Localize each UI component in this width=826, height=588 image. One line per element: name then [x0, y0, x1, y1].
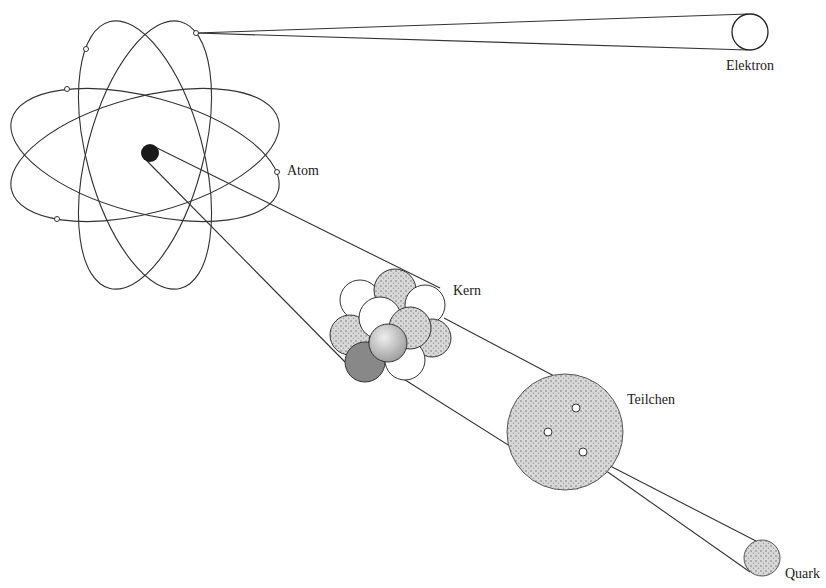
part-label: Teilchen [626, 392, 676, 407]
part-label: Quark [784, 566, 821, 581]
part-label: Elektron [725, 58, 775, 73]
part-label: Kern [452, 283, 482, 298]
part-label: Atom [286, 163, 320, 178]
